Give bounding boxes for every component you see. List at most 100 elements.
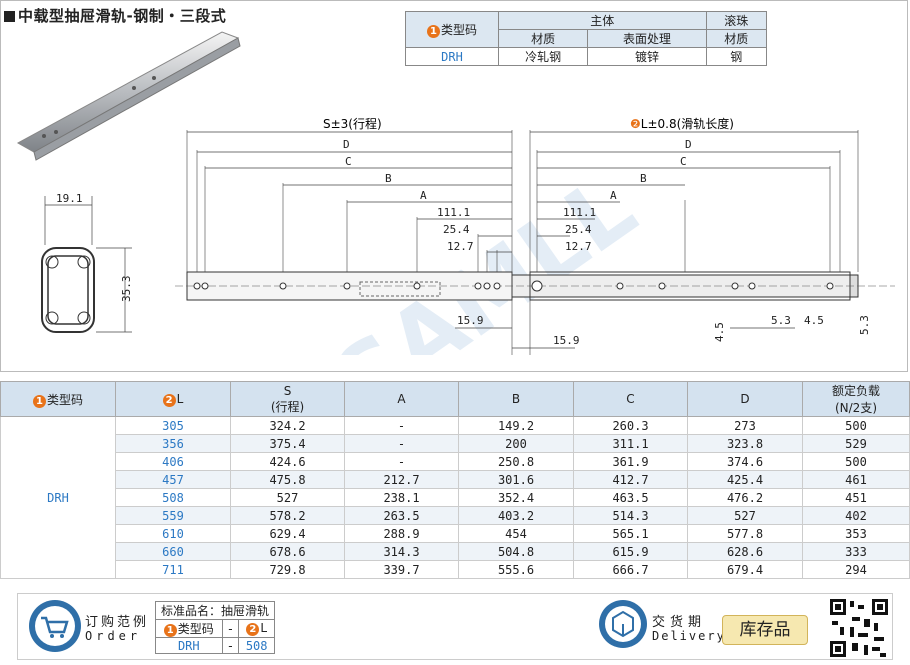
cross-section-drawing: 19.1 35.3 [41, 192, 133, 333]
cell-load: 500 [802, 452, 910, 471]
delivery-icon [599, 600, 647, 648]
cell-l: 356 [115, 434, 231, 453]
cell-a: 263.5 [344, 506, 459, 525]
surface-header: 表面处理 [587, 29, 707, 48]
material-header: 材质 [497, 29, 589, 48]
cell-s: 324.2 [230, 416, 345, 435]
cell-c: 412.7 [573, 470, 688, 489]
spec-code: DRH [405, 47, 499, 66]
order-code: DRH [155, 637, 223, 654]
cell-s: 629.4 [230, 524, 345, 543]
cell-d: 628.6 [687, 542, 803, 561]
cell-load: 461 [802, 470, 910, 489]
dim-15-a: 15.9 [457, 314, 484, 327]
dim-19: 19.1 [56, 192, 83, 205]
cell-s: 375.4 [230, 434, 345, 453]
dim-12-left: 12.7 [447, 240, 474, 253]
dim-53-a: 5.3 [771, 314, 791, 327]
cell-d: 527 [687, 506, 803, 525]
drawing-panel [0, 0, 908, 372]
dim-15-b: 15.9 [553, 334, 580, 347]
cell-s: 729.8 [230, 560, 345, 579]
cell-l: 559 [115, 506, 231, 525]
header-b: B [458, 381, 574, 417]
spec-ball-material: 钢 [705, 47, 768, 66]
stroke-label: S±3(行程) [323, 116, 382, 131]
cell-b: 352.4 [458, 488, 574, 507]
cell-a: 212.7 [344, 470, 459, 489]
cell-c: 615.9 [573, 542, 688, 561]
cell-load: 333 [802, 542, 910, 561]
cell-s: 578.2 [230, 506, 345, 525]
dim-25-right: 25.4 [565, 223, 592, 236]
cell-a: 314.3 [344, 542, 459, 561]
dim-12-right: 12.7 [565, 240, 592, 253]
order-panel [17, 593, 893, 660]
cell-d: 323.8 [687, 434, 803, 453]
delivery-title-en: Delivery [652, 629, 726, 643]
header-d: D [687, 381, 803, 417]
dim-b-right: B [640, 172, 647, 185]
cell-b: 504.8 [458, 542, 574, 561]
cell-s: 678.6 [230, 542, 345, 561]
order-dash-1: - [221, 619, 240, 638]
cell-load: 402 [802, 506, 910, 525]
header-load: 额定负载(N/2支) [802, 381, 910, 417]
ball-header: 滚珠 [705, 11, 768, 30]
cell-b: 403.2 [458, 506, 574, 525]
dim-111-left: 111.1 [437, 206, 470, 219]
dim-45-b: 4.5 [713, 322, 726, 342]
dim-45-a: 4.5 [804, 314, 824, 327]
cell-a: 238.1 [344, 488, 459, 507]
cell-l: 508 [115, 488, 231, 507]
qr-code-icon[interactable] [828, 597, 890, 659]
cell-load: 500 [802, 416, 910, 435]
main-body-header: 主体 [498, 11, 707, 30]
cell-b: 250.8 [458, 452, 574, 471]
dim-a-left: A [420, 189, 427, 202]
dim-53-b: 5.3 [858, 315, 871, 335]
cell-l: 406 [115, 452, 231, 471]
order-title: 订购范例 [85, 615, 150, 630]
length-label: ❷L±0.8(滑轨长度) [630, 116, 734, 131]
product-image [16, 31, 241, 161]
cell-a: - [344, 452, 459, 471]
header-a: A [344, 381, 459, 417]
cell-b: 200 [458, 434, 574, 453]
cell-s: 424.6 [230, 452, 345, 471]
cell-b: 555.6 [458, 560, 574, 579]
badge-2-icon: 2 [162, 393, 176, 407]
cell-d: 374.6 [687, 452, 803, 471]
page-title: 中载型抽屉滑轨-钢制・三段式 [4, 5, 226, 26]
cell-d: 679.4 [687, 560, 803, 579]
order-l: 508 [238, 637, 276, 654]
cell-load: 451 [802, 488, 910, 507]
spec-material: 冷轧钢 [497, 47, 589, 66]
cell-c: 463.5 [573, 488, 688, 507]
cell-b: 454 [458, 524, 574, 543]
cell-l: 305 [115, 416, 231, 435]
order-dash-2: - [221, 637, 240, 654]
order-title-en: Order [85, 629, 142, 643]
header-c: C [573, 381, 688, 417]
cell-c: 311.1 [573, 434, 688, 453]
cell-load: 353 [802, 524, 910, 543]
cell-c: 361.9 [573, 452, 688, 471]
dim-c-right: C [680, 155, 687, 168]
cell-a: 339.7 [344, 560, 459, 579]
cell-c: 514.3 [573, 506, 688, 525]
cell-s: 527 [230, 488, 345, 507]
stock-button[interactable]: 库存品 [722, 615, 808, 645]
cell-d: 425.4 [687, 470, 803, 489]
cell-load: 529 [802, 434, 910, 453]
cell-d: 476.2 [687, 488, 803, 507]
cell-b: 149.2 [458, 416, 574, 435]
